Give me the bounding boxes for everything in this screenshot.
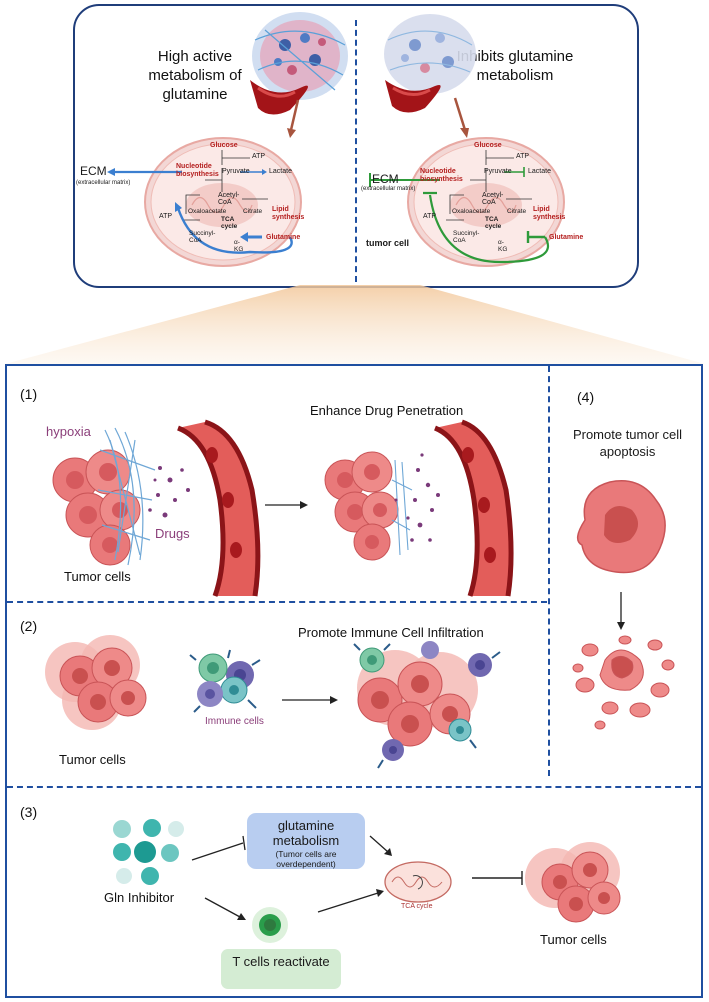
panel3-tumor-cluster	[525, 842, 621, 923]
left-nucleotide: Nucleotide biosynthesis	[176, 163, 219, 178]
left-tissue-illustration	[250, 12, 348, 138]
gln-box-subtitle: (Tumor cells are overdependent)	[275, 849, 337, 869]
left-tca: TCA cycle	[221, 216, 238, 230]
panel2-title: Promote Immune Cell Infiltration	[298, 625, 484, 640]
divider-3	[7, 786, 701, 788]
panel2-immune-cells	[189, 649, 261, 713]
divider-1-2	[7, 601, 547, 603]
right-ecm-label: ECM	[372, 172, 399, 186]
panel1-ecm-fibers	[97, 427, 156, 566]
gln-inhibitor-label: Gln Inhibitor	[104, 890, 175, 905]
t-cell-icon	[252, 907, 288, 943]
divider-panel4	[548, 366, 550, 776]
panel1-right-cluster	[324, 451, 413, 561]
right-tissue-illustration	[384, 14, 476, 138]
panel4-apoptotic-fragments	[572, 635, 675, 730]
panel4-arrowhead	[617, 622, 625, 630]
panel1-title: Enhance Drug Penetration	[310, 403, 464, 418]
panel3-number: (3)	[20, 804, 38, 820]
right-nucleotide: Nucleotide biosynthesis	[420, 168, 463, 183]
panel4-title: Promote tumor cell apoptosis	[572, 427, 683, 459]
right-tca: TCA cycle	[485, 216, 502, 230]
panel2-arrowhead	[330, 696, 338, 704]
left-atp-top: ATP	[252, 153, 266, 160]
right-pyruvate: Pyruvate	[484, 168, 512, 175]
gln-inhibitor-dots	[113, 819, 184, 885]
arrow-tcells-to-tca	[317, 892, 379, 913]
panel4-intact-cell	[576, 480, 666, 574]
inhibit-line-gln	[191, 835, 246, 861]
panel2-tumor-label: Tumor cells	[59, 752, 126, 767]
right-atp-bottom: ATP	[423, 213, 437, 220]
panel1-tumor-cluster	[52, 449, 141, 566]
mechanisms-frame	[5, 364, 703, 998]
panel1-arrowhead	[300, 501, 308, 509]
right-oxaloacetate: Oxaloacetate	[452, 208, 491, 215]
left-ecm-label: ECM	[80, 164, 107, 178]
arrow-to-tca	[369, 835, 389, 853]
right-glutamine: Glutamine	[549, 234, 584, 241]
left-succinyl: Succinyl-CoA	[189, 230, 216, 244]
right-acetyl: Acetyl-CoA	[482, 192, 504, 206]
top-divider	[355, 20, 357, 282]
mitochondrion-icon	[384, 861, 452, 903]
right-succinyl: Succinyl-CoA	[453, 230, 480, 244]
panel1-vessel	[177, 419, 261, 597]
panel2-infiltrated-cluster	[353, 641, 501, 769]
right-title: Inhibits glutamine metabolism	[456, 48, 574, 84]
left-lipid: Lipid synthesis	[272, 206, 305, 221]
inhibit-line-tumor	[472, 871, 523, 885]
hypoxia-label: hypoxia	[46, 424, 91, 439]
left-acetyl: Acetyl-CoA	[218, 192, 240, 206]
right-citrate: Citrate	[507, 208, 527, 215]
left-oxaloacetate: Oxaloacetate	[188, 208, 227, 215]
tumor-cell-label: tumor cell	[366, 238, 410, 248]
tca-cycle-label: TCA cycle	[401, 903, 433, 910]
glutamine-metabolism-box: glutamine metabolism (Tumor cells are ov…	[247, 813, 365, 869]
left-pyruvate: Pyruvate	[222, 168, 250, 175]
right-lipid: Lipid synthesis	[533, 206, 566, 221]
right-lactate: Lactate	[528, 168, 551, 175]
t-cells-reactivate-text: T cells reactivate	[232, 954, 330, 969]
panel2-number: (2)	[20, 618, 38, 634]
left-glutamine: Glutamine	[266, 234, 301, 241]
right-akg: α-KG	[498, 239, 508, 253]
panel2-tumor-cluster	[45, 635, 147, 730]
t-cells-reactivate-box: T cells reactivate	[221, 949, 341, 989]
left-lactate: Lactate	[269, 168, 292, 175]
panel1-right-drug-dots	[394, 453, 440, 542]
panel4-number: (4)	[577, 389, 595, 405]
arrow-to-tcells	[204, 897, 241, 918]
left-akg: α-KG	[234, 239, 244, 253]
left-glucose: Glucose	[210, 142, 238, 149]
panel1-drug-dots	[148, 466, 190, 518]
immune-cells-label: Immune cells	[205, 716, 264, 727]
panel1-number: (1)	[20, 386, 38, 402]
panel1-right-vessel	[433, 419, 514, 597]
right-ecm-sub: (extracellular matrix)	[361, 186, 416, 192]
gln-box-title: glutamine metabolism	[272, 818, 340, 848]
right-atp-top: ATP	[516, 153, 530, 160]
right-metabolism-cell	[369, 137, 565, 267]
left-citrate: Citrate	[243, 208, 263, 215]
left-atp-bottom: ATP	[159, 213, 173, 220]
drugs-label: Drugs	[155, 526, 190, 541]
left-ecm-sub: (extracellular matrix)	[76, 180, 131, 186]
left-metabolism-cell	[107, 137, 302, 267]
panel1-tumor-label: Tumor cells	[64, 569, 131, 584]
left-title: High active metabolism of glutamine	[148, 48, 242, 103]
panel3-tumor-label: Tumor cells	[540, 932, 607, 947]
top-illustrations	[107, 12, 565, 267]
zoom-funnel	[5, 285, 705, 364]
right-glucose: Glucose	[474, 142, 502, 149]
